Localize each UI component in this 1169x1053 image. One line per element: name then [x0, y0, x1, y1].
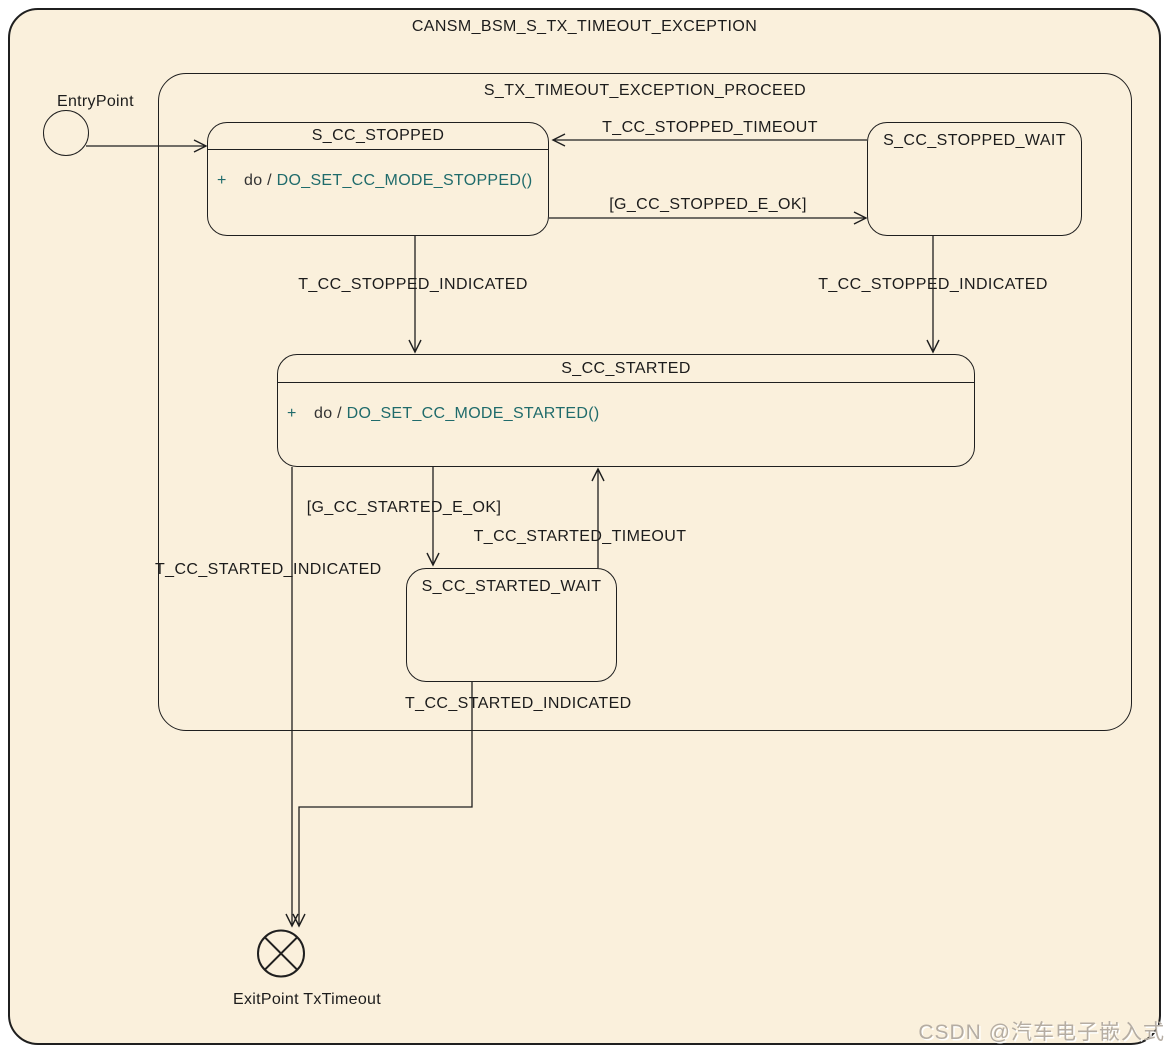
- state-s-cc-stopped-wait-title: S_CC_STOPPED_WAIT: [883, 132, 1066, 149]
- state-s-cc-stopped-title: S_CC_STOPPED: [208, 123, 548, 150]
- composite-state-title: CANSM_BSM_S_TX_TIMEOUT_EXCEPTION: [411, 18, 758, 35]
- composite-state-s-tx-timeout-exception-proceed: S_TX_TIMEOUT_EXCEPTION_PROCEED: [158, 73, 1132, 731]
- region-title: S_TX_TIMEOUT_EXCEPTION_PROCEED: [483, 82, 807, 99]
- exit-point-label: ExitPoint TxTimeout: [233, 991, 381, 1008]
- do-keyword: do /: [244, 172, 272, 189]
- transition-label-g-cc-started-e-ok: [G_CC_STARTED_E_OK]: [306, 499, 502, 516]
- entry-point-label: EntryPoint: [57, 93, 134, 110]
- transition-label-t-cc-stopped-timeout: T_CC_STOPPED_TIMEOUT: [602, 119, 818, 136]
- state-s-cc-started-action: + do / DO_SET_CC_MODE_STARTED(): [278, 383, 974, 423]
- visibility-plus: +: [217, 172, 227, 189]
- do-action-name: DO_SET_CC_MODE_STOPPED(): [276, 172, 533, 189]
- state-s-cc-started-wait-title: S_CC_STARTED_WAIT: [421, 578, 602, 595]
- transition-label-t-cc-started-timeout: T_CC_STARTED_TIMEOUT: [473, 528, 687, 545]
- state-s-cc-stopped: S_CC_STOPPED + do / DO_SET_CC_MODE_STOPPE…: [207, 122, 549, 236]
- transition-label-t-cc-started-indicated-left: T_CC_STARTED_INDICATED: [155, 561, 382, 578]
- do-keyword: do /: [314, 405, 342, 422]
- state-s-cc-started: S_CC_STARTED + do / DO_SET_CC_MODE_STARTE…: [277, 354, 975, 467]
- transition-label-g-cc-stopped-e-ok: [G_CC_STOPPED_E_OK]: [609, 196, 807, 213]
- transition-label-t-cc-stopped-indicated-right: T_CC_STOPPED_INDICATED: [818, 276, 1048, 293]
- state-s-cc-started-title: S_CC_STARTED: [278, 355, 974, 383]
- csdn-watermark: CSDN @汽车电子嵌入式: [918, 1021, 1165, 1044]
- transition-label-t-cc-started-indicated-bottom: T_CC_STARTED_INDICATED: [405, 695, 632, 712]
- state-s-cc-started-wait: S_CC_STARTED_WAIT: [406, 568, 617, 682]
- visibility-plus: +: [287, 405, 297, 422]
- transition-label-t-cc-stopped-indicated-left: T_CC_STOPPED_INDICATED: [298, 276, 528, 293]
- entry-point-icon: [43, 110, 89, 156]
- do-action-name: DO_SET_CC_MODE_STARTED(): [346, 405, 600, 422]
- state-s-cc-stopped-wait: S_CC_STOPPED_WAIT: [867, 122, 1082, 236]
- state-s-cc-stopped-action: + do / DO_SET_CC_MODE_STOPPED(): [208, 150, 548, 190]
